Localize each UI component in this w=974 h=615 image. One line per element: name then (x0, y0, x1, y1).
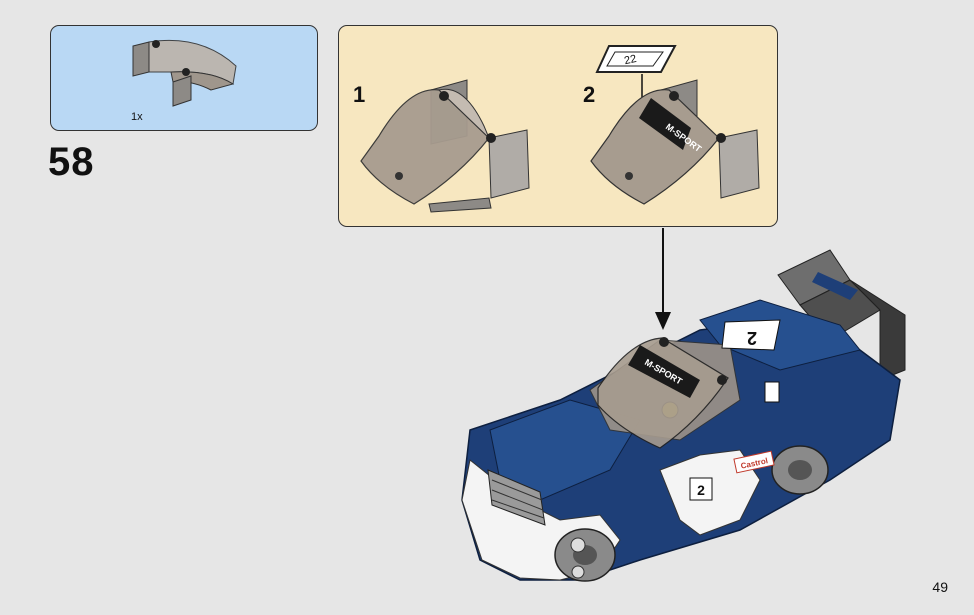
door-number: 2 (697, 482, 705, 498)
model-windshield-text: M-SPORT (643, 357, 684, 387)
parts-callout: 1x (50, 25, 318, 131)
substep-label-1: 1 (353, 82, 366, 107)
placement-arrow-icon (655, 228, 671, 330)
windshield-part-icon (132, 39, 237, 107)
windshield-step1-icon (360, 79, 530, 213)
sub-assembly-box: 1 2 22 M-SPORT (338, 25, 778, 227)
parts-quantity: 1x (131, 111, 143, 123)
step-number: 58 (48, 140, 95, 184)
car-body-icon (461, 299, 901, 582)
roof-number: 2 (747, 328, 757, 348)
substep-illustrations: 22 M-SPORT (360, 45, 760, 213)
windshield-step2-icon (590, 79, 760, 205)
rear-wing-icon (777, 249, 906, 381)
page-number: 49 (932, 579, 948, 595)
substep-label-2: 2 (583, 82, 596, 107)
sponsor-text: Castrol (740, 456, 769, 471)
sticker-number: 22 (623, 53, 637, 67)
